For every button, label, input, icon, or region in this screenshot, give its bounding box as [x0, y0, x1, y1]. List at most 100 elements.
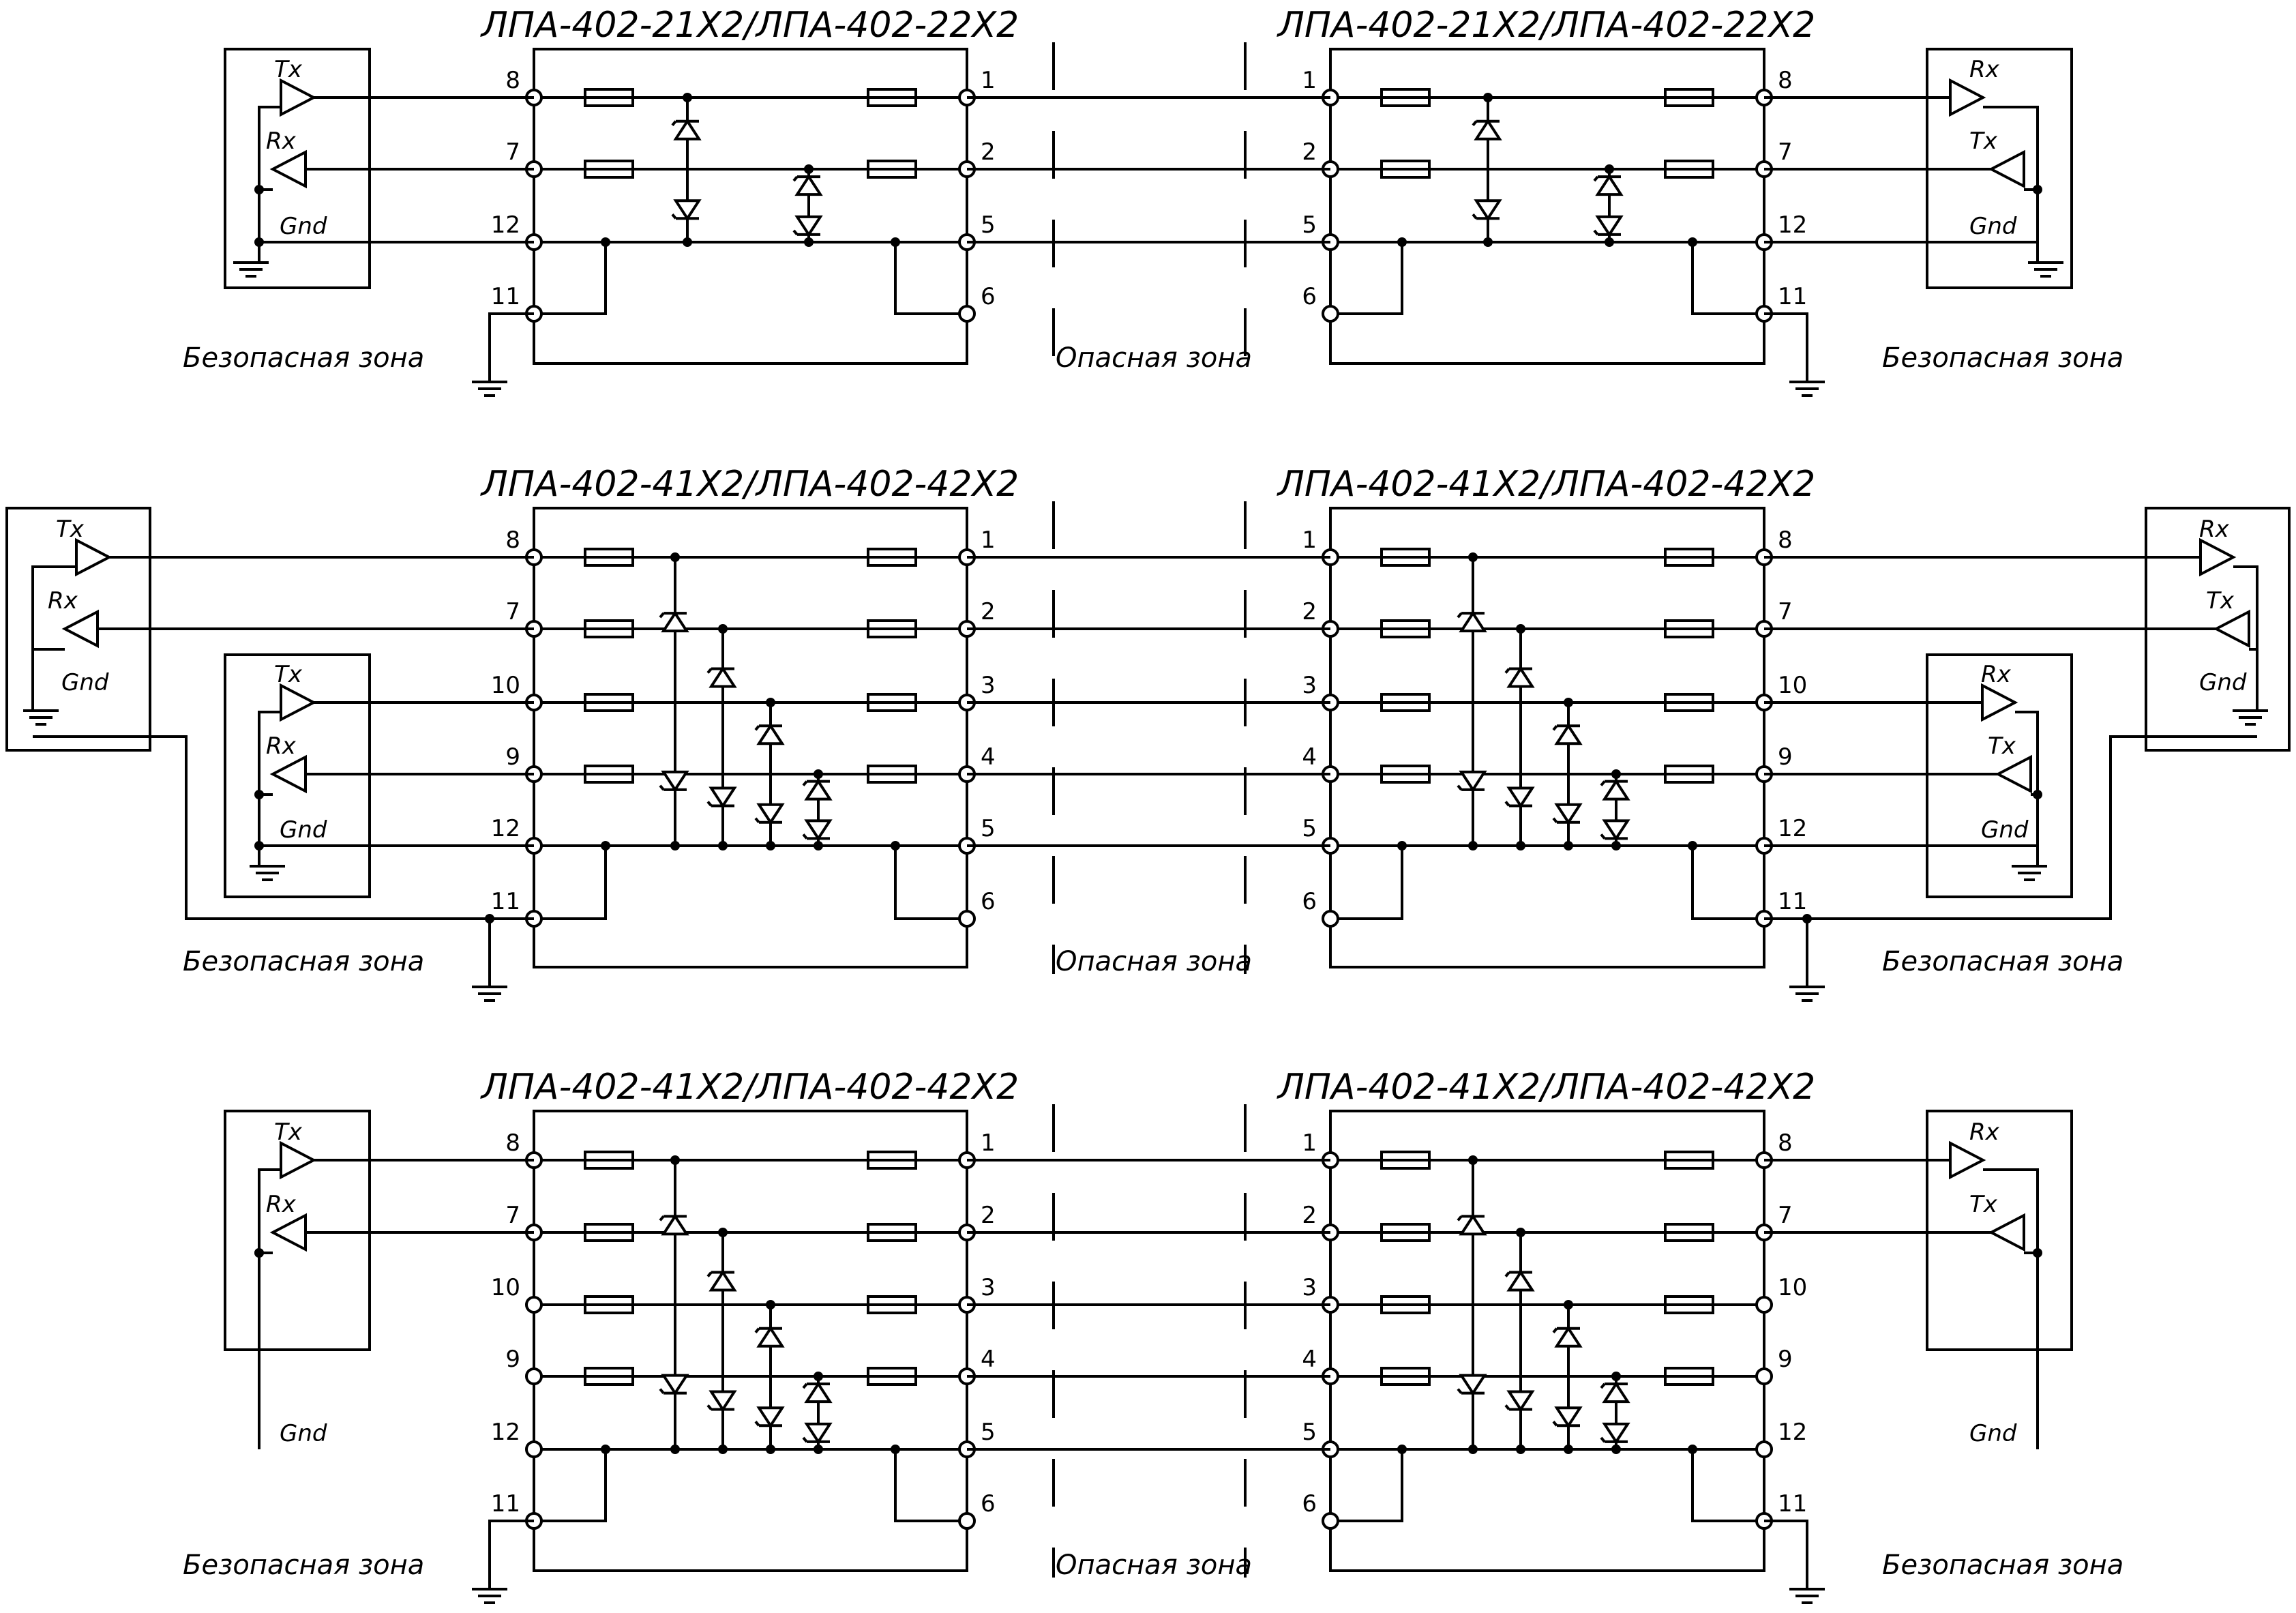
device-box [224, 1110, 371, 1351]
wire [31, 565, 76, 651]
resistor [867, 1223, 917, 1242]
junction-dot [891, 1445, 900, 1454]
zener-diode-icon [1506, 666, 1535, 688]
diagram-rows-1-right-in-pins-5: 6 [1302, 888, 1317, 915]
tx-amplifier-icon [75, 537, 113, 577]
diagram-rows-1-left-out-pins-5: 6 [981, 888, 996, 915]
zener-diode-icon [661, 610, 689, 633]
zener-diode-icon [1459, 610, 1487, 633]
wire [1764, 312, 1808, 382]
resistor [1664, 619, 1714, 638]
junction-dot [1397, 841, 1407, 850]
junction-dot [1688, 1445, 1697, 1454]
zener-diode-icon [1593, 175, 1599, 182]
rx-amplifier-icon [1949, 78, 1986, 117]
diagram-rows-0-right-device-tx: Tx [1969, 128, 1998, 155]
junction-dot [1397, 237, 1407, 247]
diagram-rows-2-right-in-pins-0: 1 [1302, 1129, 1317, 1157]
junction-dot [766, 698, 775, 707]
zener-diode-icon [756, 1406, 785, 1428]
zener-diode-icon [1552, 1421, 1558, 1427]
junction-dot [1564, 698, 1573, 707]
diagram-rows-1-right-inner-device-gnd: Gnd [1981, 816, 2029, 844]
wire [894, 242, 967, 315]
resistor [1664, 1367, 1714, 1386]
resistor [867, 1151, 917, 1170]
junction-dot [1483, 93, 1493, 102]
zener-diode-icon [1602, 819, 1630, 842]
diagram-rows-2-safe-zone-right: Безопасная зона [1882, 1550, 2123, 1581]
diagram-rows-1-right-inner-device-rx: Rx [1981, 661, 2012, 688]
device-box [1926, 653, 2073, 898]
junction-dot [1516, 841, 1525, 850]
junction-dot [718, 1228, 728, 1237]
diagram-rows-1-left-out-pins-1: 2 [981, 598, 996, 625]
zener-diode-icon [1472, 120, 1478, 126]
zener-diode-icon [1459, 1374, 1487, 1396]
wire [2233, 565, 2258, 651]
diagram-rows-0-left-out-pins-0: 1 [981, 67, 996, 94]
diagram-rows-1-left-barrier-title: ЛПА-402-41Х2/ЛПА-402-42Х2 [480, 464, 1019, 505]
junction-dot [1605, 164, 1614, 174]
wire [1764, 917, 1808, 987]
diagram-rows-2-right-device-rx: Rx [1969, 1119, 2000, 1146]
zener-diode-icon [1457, 1388, 1463, 1394]
diagram-rows-2-right-device-gnd: Gnd [1969, 1420, 2017, 1447]
junction-dot [814, 769, 823, 779]
zener-diode-icon [1600, 833, 1606, 840]
terminal [1755, 1296, 1773, 1314]
junction-dot [814, 841, 823, 850]
resistor [1380, 1223, 1431, 1242]
zener-diode-icon [804, 1381, 833, 1404]
zener-diode-icon [754, 817, 760, 824]
junction-dot [1516, 624, 1525, 634]
zener-diode-icon [1554, 1326, 1583, 1348]
diagram-rows-2-left-out-pins-3: 4 [981, 1346, 996, 1373]
diagram-rows-0-hazard-zone: Опасная зона [1056, 342, 1252, 374]
wire [258, 106, 281, 191]
zener-diode-icon [709, 1390, 737, 1412]
diagram-rows-2-right-device-tx: Tx [1969, 1191, 1998, 1218]
diagram-rows-0-right-in-pins-1: 2 [1302, 138, 1317, 166]
diagram-rows-2-right-in-pins-4: 5 [1302, 1419, 1317, 1446]
zener-diode-icon [659, 784, 665, 791]
junction-dot [485, 914, 494, 923]
zener-diode-icon [1504, 801, 1510, 807]
diagram-rows-0-left-device-rx: Rx [266, 128, 297, 155]
diagram-rows-2-right-pins-1: 7 [1778, 1202, 1793, 1229]
zener-diode-icon [792, 229, 799, 236]
resistor [1664, 1151, 1714, 1170]
zener-diode-icon [804, 778, 833, 801]
diagram-rows-0-right-barrier-title: ЛПА-402-21Х2/ЛПА-402-22Х2 [1277, 5, 1815, 46]
diagram-rows-2-left-pins-4: 12 [491, 1419, 520, 1446]
diagram-rows-2-right-in-pins-3: 4 [1302, 1346, 1317, 1373]
diagram-rows-1-left-pins-5: 11 [491, 888, 520, 915]
tx-amplifier-icon [280, 1140, 317, 1180]
tx-amplifier-icon [1988, 1213, 2025, 1252]
barrier-left [533, 1110, 968, 1572]
diagram-rows-1-right-outer-device-tx: Tx [2206, 587, 2235, 615]
diagram-rows-1-right-pins-2: 10 [1778, 672, 1807, 699]
diagram-rows-0-left-out-pins-2: 5 [981, 211, 996, 239]
zener-diode-icon [1506, 786, 1535, 809]
diagram-rows-2-safe-zone-left: Безопасная зона [183, 1550, 424, 1581]
zener-diode-icon [659, 1388, 665, 1394]
diagram-rows-2-left-device-rx: Rx [266, 1191, 297, 1218]
junction-dot [1468, 841, 1478, 850]
zener-diode-icon [1593, 229, 1599, 236]
wire [894, 846, 967, 920]
tx-amplifier-icon [280, 78, 317, 117]
wire [1691, 242, 1764, 315]
diagram-rows-0-right-pins-2: 12 [1778, 211, 1807, 239]
zener-diode-icon [802, 1382, 808, 1389]
diagram-rows-1-right-outer-device-rx: Rx [2199, 516, 2230, 543]
zener-diode-icon [1474, 119, 1502, 140]
wire [258, 711, 281, 796]
resistor [584, 548, 634, 567]
junction-dot [683, 237, 692, 247]
zener-diode-icon [706, 1404, 713, 1410]
resistor [1380, 619, 1431, 638]
diagram-rows-1-left-outer-device-tx: Tx [56, 516, 85, 543]
junction-dot [670, 841, 680, 850]
diagram-rows-2-right-in-pins-5: 6 [1302, 1490, 1317, 1518]
